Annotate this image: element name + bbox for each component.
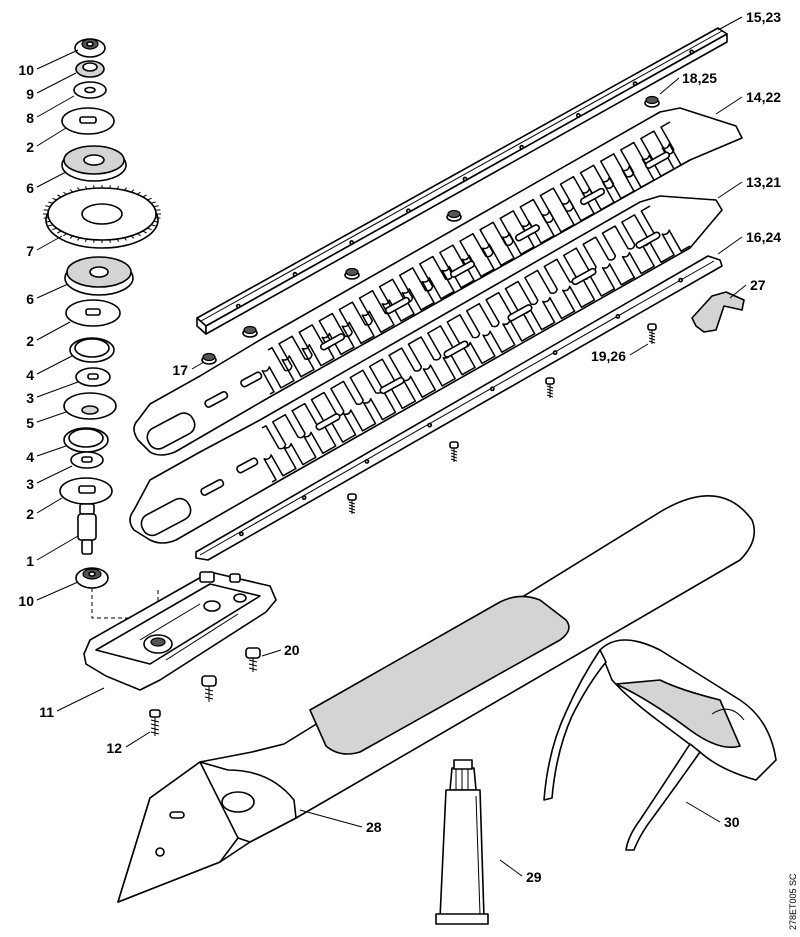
- callout-1: 1: [26, 553, 34, 569]
- callout-4-b: 4: [26, 449, 34, 465]
- callout-2-a: 2: [26, 139, 34, 155]
- blade-scabbard: [117, 495, 756, 903]
- callout-3-b: 3: [26, 476, 34, 492]
- cutter-blade-upper: [133, 107, 743, 456]
- callout-6-a: 6: [26, 180, 34, 196]
- callout-labels: 10 9 8 2 6 7 6 2 4 3 5 4 3 2 1 10 11 12 …: [18, 9, 781, 885]
- callout-14-22: 14,22: [746, 89, 781, 105]
- gear-stack: [43, 38, 161, 640]
- callout-12: 12: [106, 740, 122, 756]
- callout-28: 28: [366, 819, 382, 835]
- callout-9: 9: [26, 86, 34, 102]
- screws: [347, 323, 657, 514]
- drawing-code: 278ET005 SC: [788, 873, 798, 930]
- callout-20: 20: [284, 642, 300, 658]
- guide-rail: [196, 27, 728, 335]
- callout-30: 30: [724, 814, 740, 830]
- callout-17: 17: [172, 362, 188, 378]
- callout-18-25: 18,25: [682, 70, 717, 86]
- callout-8: 8: [26, 110, 34, 126]
- callout-5: 5: [26, 415, 34, 431]
- blade-tool: [691, 291, 745, 333]
- callout-27: 27: [750, 277, 766, 293]
- callout-10-bottom: 10: [18, 593, 34, 609]
- callout-6-b: 6: [26, 291, 34, 307]
- gear-housing: [83, 571, 277, 691]
- callout-2-b: 2: [26, 333, 34, 349]
- callout-29: 29: [526, 869, 542, 885]
- callout-2-c: 2: [26, 506, 34, 522]
- housing-screws: [149, 647, 261, 736]
- guide-strip: [195, 255, 723, 561]
- safety-glasses: [543, 639, 777, 851]
- cutter-blade-lower: [129, 195, 723, 544]
- callout-11: 11: [39, 704, 54, 720]
- callout-3-a: 3: [26, 390, 34, 406]
- callout-13-21: 13,21: [746, 174, 781, 190]
- callout-15-23: 15,23: [746, 9, 781, 25]
- callout-4-a: 4: [26, 367, 34, 383]
- leader-lines: [36, 16, 747, 877]
- callout-7: 7: [26, 243, 34, 259]
- spacer-washers: [201, 95, 660, 365]
- callout-19-26: 19,26: [591, 348, 626, 364]
- callout-16-24: 16,24: [746, 229, 781, 245]
- grease-tube: [435, 759, 489, 925]
- callout-10-top: 10: [18, 62, 34, 78]
